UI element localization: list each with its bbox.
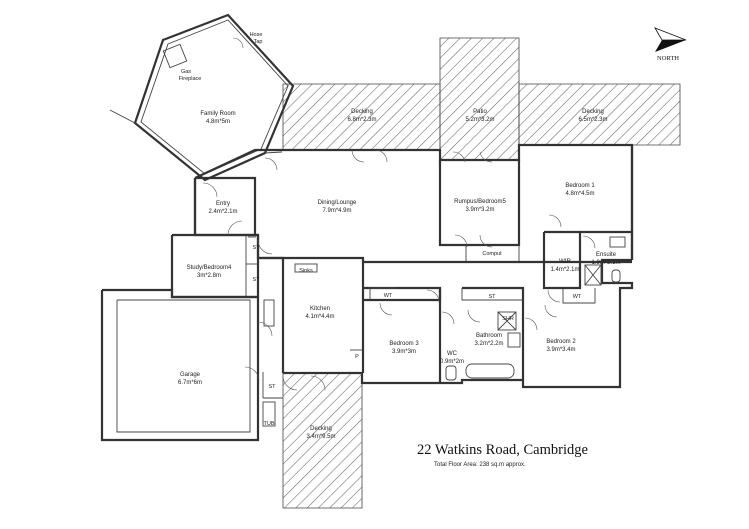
garage-size: 6.7m*6m — [178, 380, 202, 386]
decking-areas — [282, 37, 681, 509]
bathroom-name: Bathroom — [476, 333, 502, 339]
floor-area-note: Total Floor Area: 238 sq.m approx. — [434, 462, 526, 468]
study-st-bottom: ST — [252, 277, 260, 283]
doors — [202, 37, 596, 391]
address-title: 22 Watkins Road, Cambridge — [417, 442, 588, 458]
decking-right-size: 6.5m*2.3m — [578, 117, 607, 123]
study-size: 3m*2.8m — [197, 273, 221, 279]
garage-name: Garage — [180, 372, 201, 378]
tub-label: TUB — [264, 421, 275, 427]
decking-right-name: Decking — [582, 109, 604, 115]
dining-lounge-size: 7.9m*4.9m — [322, 208, 351, 214]
title-block: 22 Watkins Road, Cambridge Total Floor A… — [417, 442, 588, 468]
decking-right — [518, 83, 681, 146]
family-room-name: Family Room — [200, 111, 235, 117]
gas-label: Gas — [181, 69, 191, 75]
north-arrow: NORTH — [654, 27, 687, 62]
fixture-labels: Gas Fireplace Hose Tap ST ST ST ST Sinks… — [179, 32, 582, 427]
patio-area — [439, 37, 520, 161]
decking-bottom-name: Decking — [310, 426, 332, 432]
wir-name: WIR — [559, 259, 571, 265]
main-walls — [100, 143, 634, 442]
bathroom-size: 3.2m*2.2m — [474, 341, 503, 347]
decking-left-size: 6.8m*2.3m — [347, 117, 376, 123]
bed3-wt: WT — [384, 293, 393, 299]
decking-bottom-size: 3.4m*9.5m — [306, 434, 335, 440]
bedroom2-name: Bedroom 2 — [546, 339, 576, 345]
kitchen-name: Kitchen — [310, 306, 330, 312]
hall-st: ST — [488, 294, 496, 300]
bedroom3-name: Bedroom 3 — [389, 341, 419, 347]
sinks-label: Sinks — [299, 268, 313, 274]
bedroom3-size: 3.9m*3m — [392, 349, 416, 355]
hose-label: Hose — [250, 32, 263, 38]
bed2-wt: WT — [573, 294, 582, 300]
dining-lounge-name: Dining/Lounge — [318, 200, 357, 206]
tap-label: Tap — [254, 39, 263, 45]
patio-size: 5.2m*3.2m — [465, 117, 494, 123]
bedroom1-name: Bedroom 1 — [565, 183, 595, 189]
entry-name: Entry — [216, 201, 230, 207]
bedroom1-size: 4.8m*4.5m — [565, 191, 594, 197]
wir-size: 1.4m*2.1m — [550, 267, 579, 273]
patio-name: Patio — [473, 109, 487, 115]
rumpus-size: 3.9m*3.2m — [465, 207, 494, 213]
comput-label: Comput — [482, 251, 502, 257]
room-labels: Family Room 4.8m*5m Entry 2.4m*2.1m Dini… — [178, 109, 621, 440]
pantry-label: P — [355, 354, 359, 360]
family-room-size: 4.8m*5m — [206, 119, 230, 125]
shower-label: SHR — [502, 316, 514, 322]
decking-bottom — [282, 372, 363, 509]
decking-left-name: Decking — [351, 109, 373, 115]
wc-size: 0.9m*2m — [440, 359, 464, 365]
family-room-walls — [109, 13, 295, 182]
kitchen-size: 4.1m*4.4m — [305, 314, 334, 320]
study-st-top: ST — [252, 245, 260, 251]
rumpus-name: Rumpus/Bedroom5 — [454, 199, 506, 205]
fireplace-label: Fireplace — [179, 76, 202, 82]
entry-size: 2.4m*2.1m — [208, 209, 237, 215]
garage-st: ST — [268, 384, 276, 390]
north-label: NORTH — [657, 55, 679, 62]
ensuite-size: 1.9m*2.1m — [591, 260, 620, 266]
bedroom2-size: 3.9m*3.4m — [546, 347, 575, 353]
wc-name: WC — [447, 351, 458, 357]
ensuite-name: Ensuite — [596, 252, 617, 258]
study-name: Study/Bedroom4 — [187, 265, 232, 271]
